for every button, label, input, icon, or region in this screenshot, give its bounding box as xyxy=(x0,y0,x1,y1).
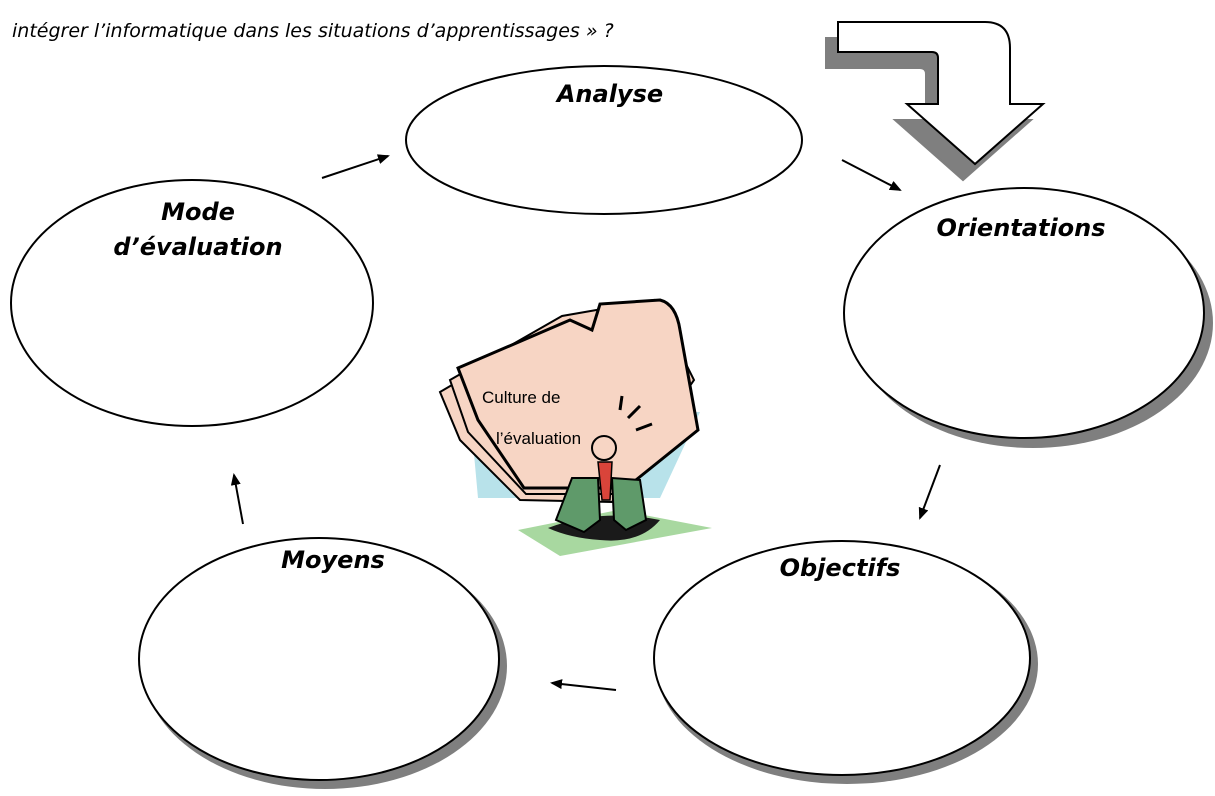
node-analyse-label: Analyse xyxy=(555,80,663,108)
arrow-moyens-to-evaluation xyxy=(230,473,244,525)
node-moyens: Moyens xyxy=(138,537,507,789)
node-orientations: Orientations xyxy=(843,187,1213,448)
node-moyens-label: Moyens xyxy=(281,546,385,574)
node-evaluation-label-line1: Mode xyxy=(161,198,235,226)
clipart-text-line1: Culture de xyxy=(482,388,560,407)
node-moyens-ellipse xyxy=(138,537,500,781)
node-objectifs-label: Objectifs xyxy=(780,554,901,582)
node-analyse-ellipse xyxy=(405,65,803,215)
clipart-text-line2: l’évaluation xyxy=(496,429,581,448)
node-objectifs: Objectifs xyxy=(653,540,1038,784)
node-evaluation-ellipse xyxy=(10,179,374,427)
question-text: intégrer l’informatique dans les situati… xyxy=(12,20,614,42)
man-carrying-documents-icon: Culture de l’évaluation xyxy=(438,298,712,556)
arrow-objectifs-to-moyens xyxy=(550,679,617,691)
block-arrow-icon xyxy=(825,21,1046,182)
node-evaluation-label-line2: d’évaluation xyxy=(113,233,282,261)
arrow-analyse-to-orientations xyxy=(841,159,902,191)
node-analyse: Analyse xyxy=(405,65,803,215)
arrow-evaluation-to-analyse xyxy=(321,154,390,179)
node-objectifs-ellipse xyxy=(653,540,1031,776)
arrow-orientations-to-objectifs xyxy=(918,464,941,520)
node-orientations-label: Orientations xyxy=(936,214,1105,242)
node-evaluation: Mode d’évaluation xyxy=(10,179,374,427)
node-orientations-ellipse xyxy=(843,187,1205,439)
